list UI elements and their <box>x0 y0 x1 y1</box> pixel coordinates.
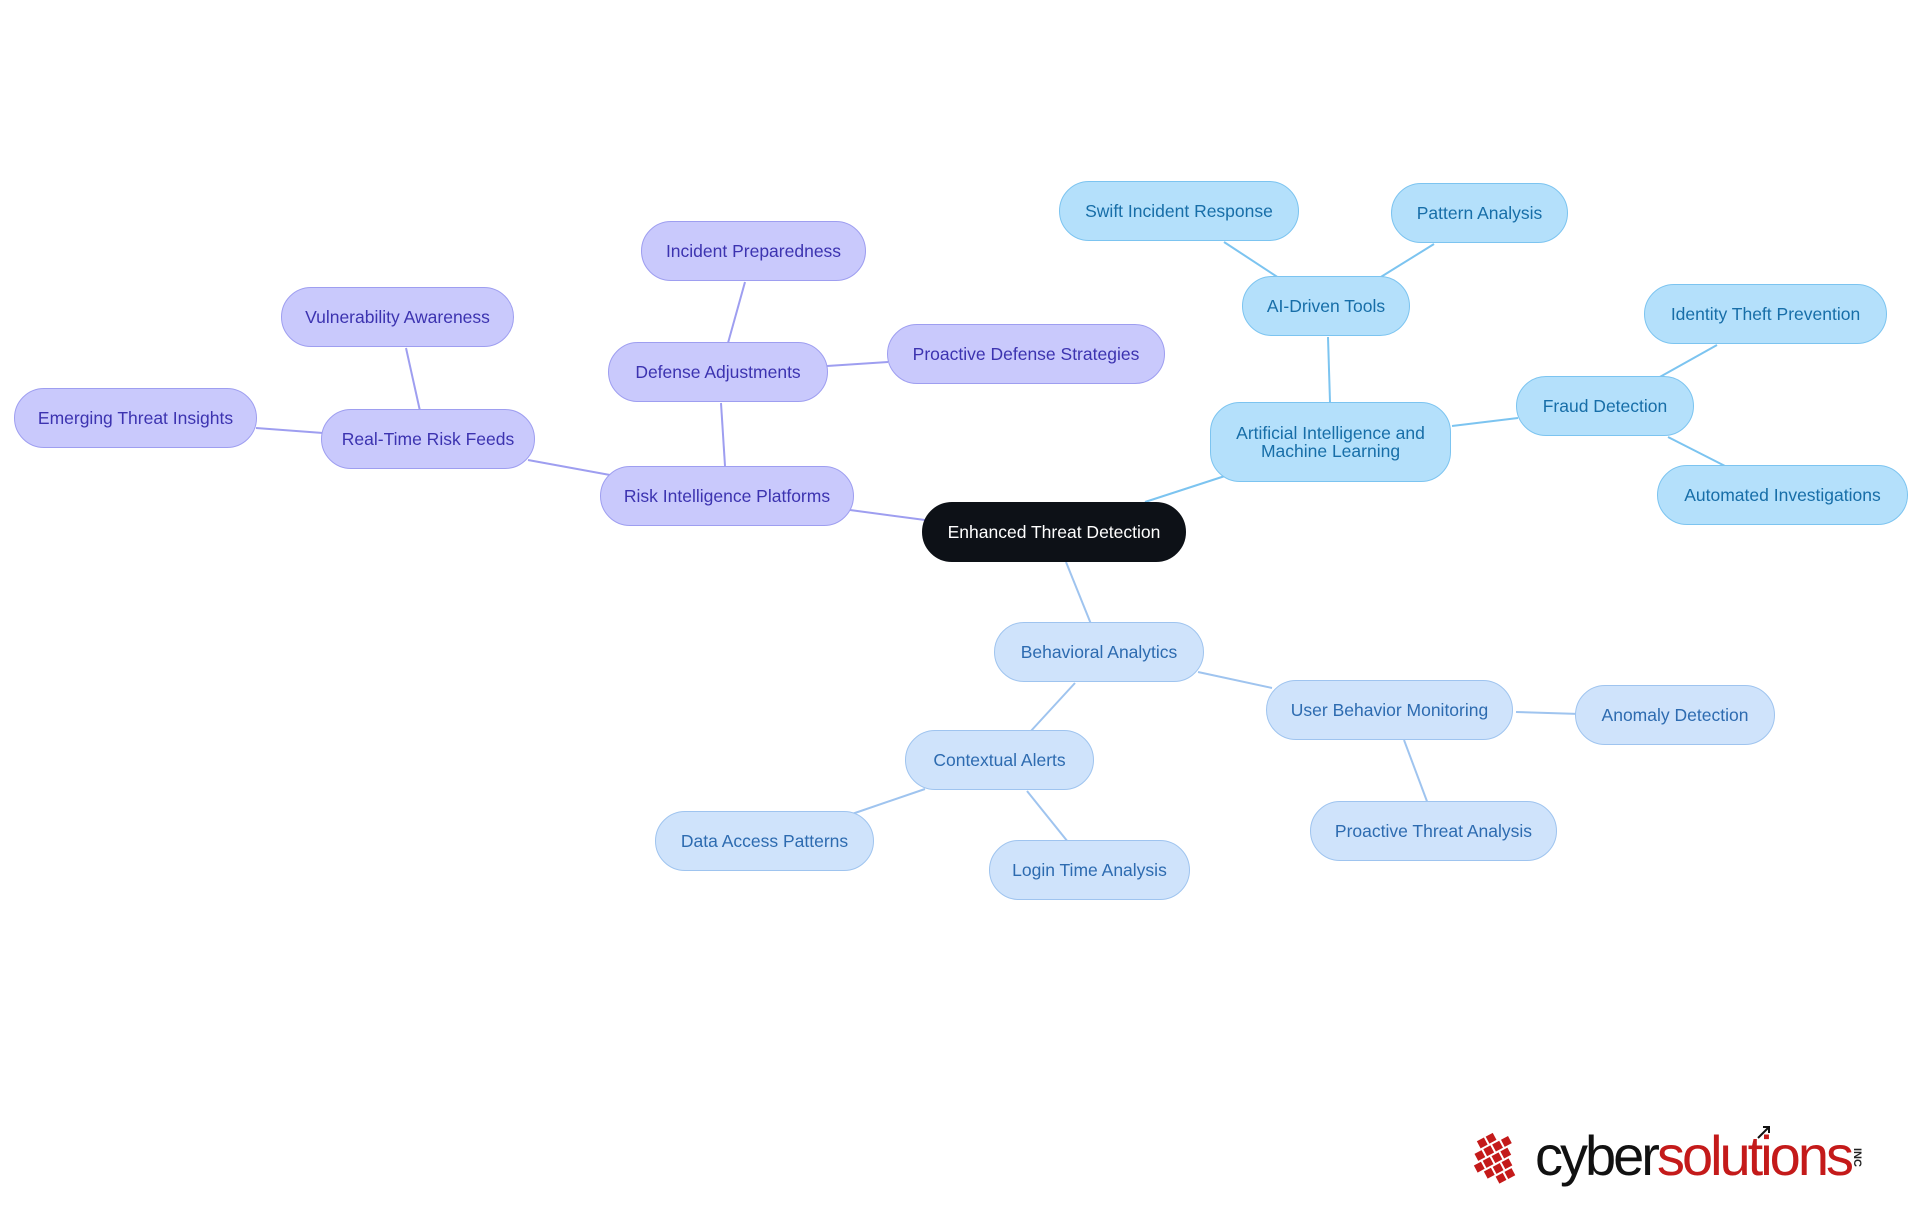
edge-ai-tools <box>1327 336 1331 403</box>
edge-root-behavior <box>1065 561 1092 625</box>
wordmark-cyber: cyber <box>1535 1124 1660 1187</box>
node-root: Enhanced Threat Detection <box>922 502 1186 562</box>
logo-inc-suffix: INC <box>1851 1148 1863 1167</box>
edge-defense-proactive <box>826 361 889 367</box>
cybersolutions-wordmark: cybersolutions <box>1535 1124 1854 1188</box>
node-login-time-analysis: Login Time Analysis <box>989 840 1190 900</box>
edge-behavior-monitoring <box>1197 671 1273 689</box>
node-pattern-analysis: Pattern Analysis <box>1391 183 1568 243</box>
node-identity-theft-prevention: Identity Theft Prevention <box>1644 284 1887 344</box>
edge-risk-feeds <box>527 459 611 476</box>
node-vulnerability-awareness: Vulnerability Awareness <box>281 287 514 347</box>
node-swift-incident-response: Swift Incident Response <box>1059 181 1299 241</box>
node-automated-investigations: Automated Investigations <box>1657 465 1908 525</box>
wordmark-solutions: solutions <box>1656 1124 1854 1187</box>
node-behavioral-analytics: Behavioral Analytics <box>994 622 1204 682</box>
node-artificial-intelligence-machine-learning: Artificial Intelligence and Machine Lear… <box>1210 402 1451 482</box>
edge-feeds-emerging <box>255 427 324 434</box>
node-risk-intelligence-platforms: Risk Intelligence Platforms <box>600 466 854 526</box>
logo-arrow-icon <box>1757 1126 1770 1139</box>
edge-root-ai <box>1144 474 1229 503</box>
node-fraud-detection: Fraud Detection <box>1516 376 1694 436</box>
node-contextual-alerts: Contextual Alerts <box>905 730 1094 790</box>
edge-monitoring-anomaly <box>1515 711 1581 715</box>
edge-feeds-vuln <box>405 347 421 412</box>
node-proactive-threat-analysis: Proactive Threat Analysis <box>1310 801 1557 861</box>
edge-root-risk <box>849 509 926 521</box>
edge-monitoring-proactive <box>1403 739 1429 805</box>
edge-alerts-login <box>1026 790 1069 843</box>
node-anomaly-detection: Anomaly Detection <box>1575 685 1775 745</box>
node-proactive-defense-strategies: Proactive Defense Strategies <box>887 324 1165 384</box>
node-real-time-risk-feeds: Real-Time Risk Feeds <box>321 409 535 469</box>
edge-tools-swift <box>1223 241 1283 281</box>
node-emerging-threat-insights: Emerging Threat Insights <box>14 388 257 448</box>
edge-fraud-identity <box>1657 344 1718 379</box>
node-user-behavior-monitoring: User Behavior Monitoring <box>1266 680 1513 740</box>
node-incident-preparedness: Incident Preparedness <box>641 221 866 281</box>
node-data-access-patterns: Data Access Patterns <box>655 811 874 871</box>
edge-ai-fraud <box>1451 417 1519 427</box>
edge-tools-pattern <box>1375 243 1435 281</box>
edge-risk-defense <box>720 402 726 467</box>
node-ai-driven-tools: AI-Driven Tools <box>1242 276 1410 336</box>
edge-behavior-alerts <box>1029 682 1076 733</box>
edge-alerts-data <box>851 788 926 815</box>
node-defense-adjustments: Defense Adjustments <box>608 342 828 402</box>
edge-fraud-automated <box>1667 436 1728 468</box>
cybersolutions-logo-mark <box>1473 1132 1516 1184</box>
edge-defense-incident <box>727 281 746 344</box>
